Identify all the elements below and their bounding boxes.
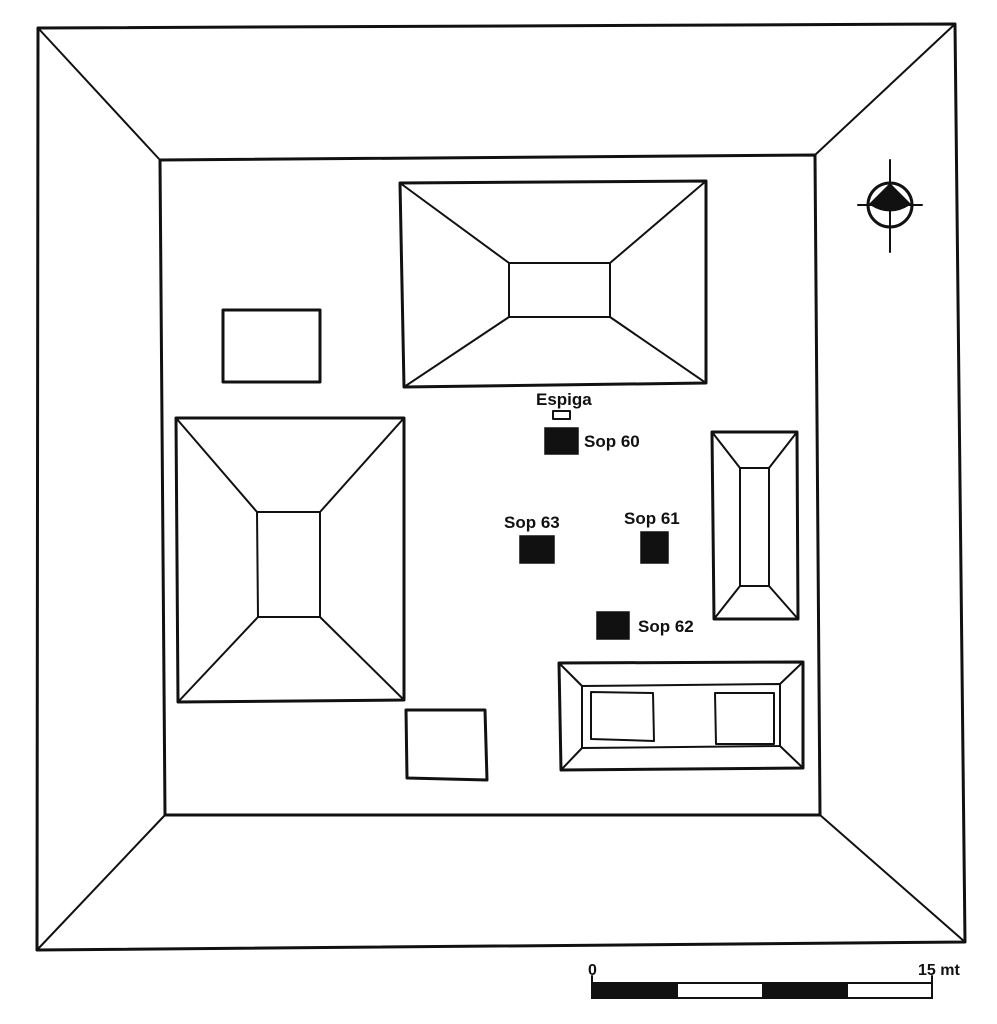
sop-61-label: Sop 61 xyxy=(624,509,680,528)
small-structure-south xyxy=(404,708,489,782)
scale-bar: 0 15 mt xyxy=(588,962,960,999)
sop-62-label: Sop 62 xyxy=(638,617,694,636)
sop-62-square xyxy=(596,611,630,640)
scale-start-label: 0 xyxy=(588,962,597,979)
north-arrow-icon xyxy=(857,159,923,253)
west-structure xyxy=(174,416,406,704)
sop-61-square xyxy=(640,531,669,564)
small-structure-northwest xyxy=(221,308,322,384)
espiga-label: Espiga xyxy=(536,390,592,409)
scale-segment-3 xyxy=(762,983,848,998)
southeast-structure xyxy=(557,660,805,772)
east-structure xyxy=(710,430,800,621)
outer-platform xyxy=(35,22,967,952)
scale-end-label: 15 mt xyxy=(918,962,960,979)
scale-segment-1 xyxy=(592,983,678,998)
sop-60-square xyxy=(544,427,579,455)
sop-60-label: Sop 60 xyxy=(584,432,640,451)
sop-63-square xyxy=(519,535,555,564)
sop-63-label: Sop 63 xyxy=(504,513,560,532)
north-structure xyxy=(398,179,708,389)
espiga-marker xyxy=(552,410,571,420)
